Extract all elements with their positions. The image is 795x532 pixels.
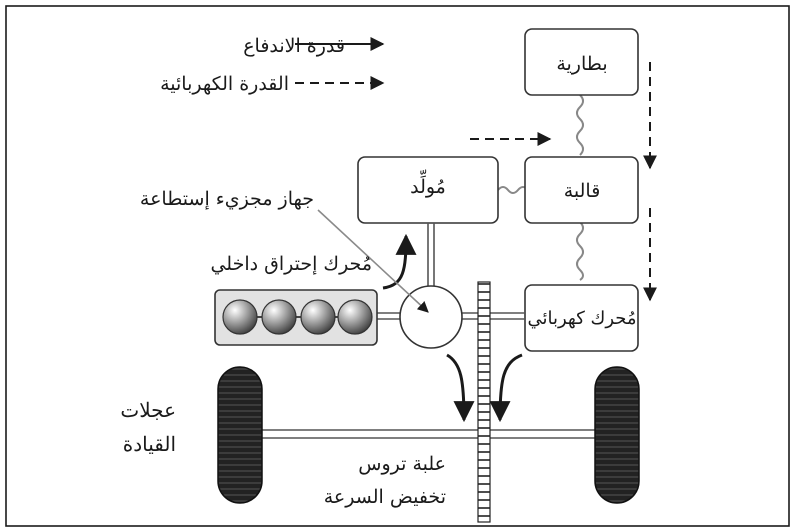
thrust-arrow-psd-down [446,353,475,423]
electric-motor-box [524,284,639,352]
outer-frame [5,5,790,527]
legend-electric-label: القدرة الكهربائية [160,73,289,95]
cylinder-3 [300,299,336,335]
psd-pointer-line [317,209,429,313]
thrust-arrow-to-generator [382,233,417,290]
battery-label: بطارية [556,53,607,75]
left-wheel [217,366,263,504]
reduction-gear-label-2: تخفيض السرعة [324,486,446,508]
wire-battery-inverter [576,94,584,156]
cylinder-2 [261,299,297,335]
thrust-flow-arrows [382,233,523,423]
wire-generator-inverter [497,186,529,194]
electrical-wires [497,94,584,281]
reduction-gear-label-1: علبة تروس [358,453,446,475]
right-wheel [594,366,640,504]
power-split-device-label: جهاز مجزيء إستطاعة [140,188,314,210]
inverter-box [524,156,639,224]
reduction-gear-strip [477,281,491,523]
thrust-arrow-motor-down [489,353,523,423]
legend: قدرة الاندفاع القدرة الكهربائية [160,35,385,95]
inverter-label: قالبة [564,180,601,202]
shafts [262,223,595,439]
electric-flow-arrows [470,62,657,302]
engine-label: مُحرك إحتراق داخلي [210,253,372,275]
wire-inverter-motor [576,221,584,281]
battery-box [524,28,639,96]
drive-wheels-label-1: عجلات [120,398,176,422]
drive-wheels-label-2: القيادة [123,432,176,456]
legend-thrust-label: قدرة الاندفاع [243,35,345,57]
cylinder-1 [222,299,258,335]
engine-cylinders [222,299,373,335]
electric-motor-label: مُحرك كهربائي [527,308,636,329]
cylinder-4 [337,299,373,335]
